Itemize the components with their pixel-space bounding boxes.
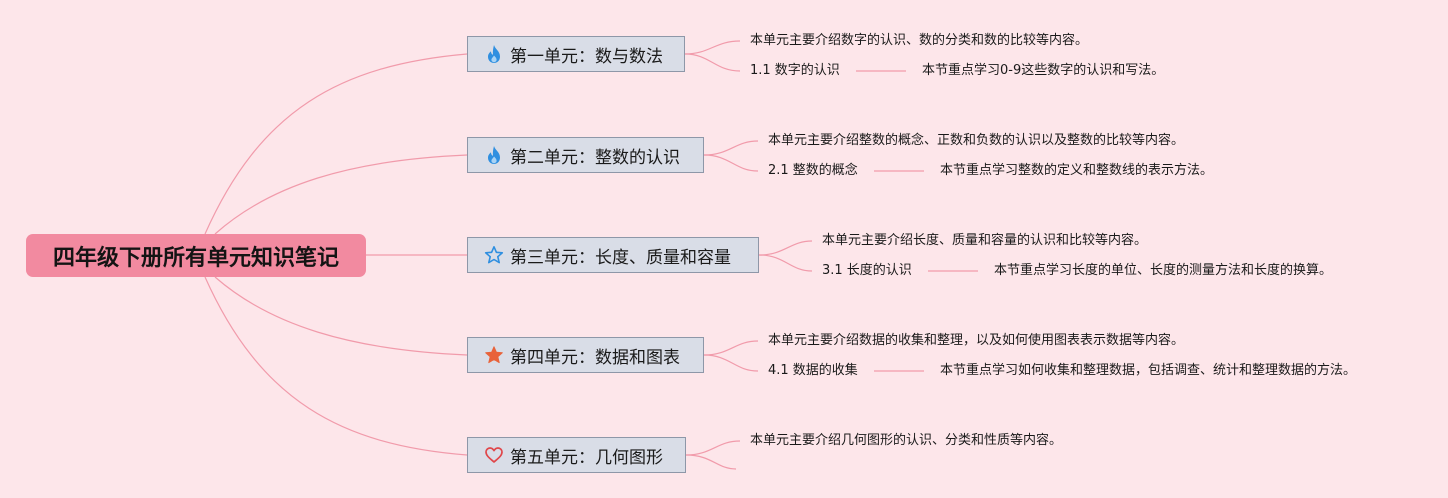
unit-3-summary: 本单元主要介绍长度、质量和容量的认识和比较等内容。 [822,233,1148,248]
connector-unit-1-summary [684,40,741,55]
connector-unit-2-sub [703,154,759,172]
unit-3-node[interactable]: 第三单元：长度、质量和容量 [467,237,759,273]
unit-3-subtopic-detail: 本节重点学习长度的单位、长度的测量方法和长度的换算。 [994,263,1333,278]
unit-5-node[interactable]: 第五单元：几何图形 [467,437,686,473]
unit-5-title: 第五单元：几何图形 [510,447,663,468]
unit-2-summary: 本单元主要介绍整数的概念、正数和负数的认识以及整数的比较等内容。 [768,133,1185,148]
fire-icon [484,44,504,64]
connector-unit-4-summary [703,340,759,356]
connector-unit-4-sub [703,354,759,372]
star-filled-icon [484,345,504,365]
unit-4-subtopic: 4.1 数据的收集 [768,363,858,378]
unit-4-subtopic-detail: 本节重点学习如何收集和整理数据，包括调查、统计和整理数据的方法。 [940,363,1357,378]
unit-1-node[interactable]: 第一单元：数与数法 [467,36,685,72]
connector-root-unit-5 [204,276,468,456]
unit-3-title: 第三单元：长度、质量和容量 [510,247,731,268]
unit-1-subtopic: 1.1 数字的认识 [750,63,840,78]
unit-3-subtopic: 3.1 长度的认识 [822,263,912,278]
connector-root-unit-2 [214,154,468,235]
unit-1-summary: 本单元主要介绍数字的认识、数的分类和数的比较等内容。 [750,33,1089,48]
connector-unit-5-summary [685,440,741,456]
heart-outline-icon [484,445,504,465]
unit-5-summary: 本单元主要介绍几何图形的认识、分类和性质等内容。 [750,433,1063,448]
connector-unit-3-sub [758,254,813,272]
connector-unit-5-empty [685,454,737,470]
unit-2-title: 第二单元：整数的认识 [510,147,680,168]
unit-2-subtopic-detail: 本节重点学习整数的定义和整数线的表示方法。 [940,163,1214,178]
connector-root-unit-4 [214,276,468,356]
unit-2-node[interactable]: 第二单元：整数的认识 [467,137,704,173]
unit-4-node[interactable]: 第四单元：数据和图表 [467,337,704,373]
unit-1-subtopic-detail: 本节重点学习0-9这些数字的认识和写法。 [922,63,1165,78]
root-topic[interactable]: 四年级下册所有单元知识笔记 [26,234,366,277]
unit-1-title: 第一单元：数与数法 [510,46,663,67]
connector-root-unit-1 [204,53,468,235]
connector-unit-1-sub [684,53,741,72]
unit-2-subtopic: 2.1 整数的概念 [768,163,858,178]
unit-4-summary: 本单元主要介绍数据的收集和整理，以及如何使用图表表示数据等内容。 [768,333,1185,348]
root-title: 四年级下册所有单元知识笔记 [52,245,339,271]
unit-4-title: 第四单元：数据和图表 [510,347,680,368]
fire-icon [484,145,504,165]
connector-unit-2-summary [703,140,759,156]
connector-unit-3-summary [758,240,813,256]
star-outline-icon [484,245,504,265]
